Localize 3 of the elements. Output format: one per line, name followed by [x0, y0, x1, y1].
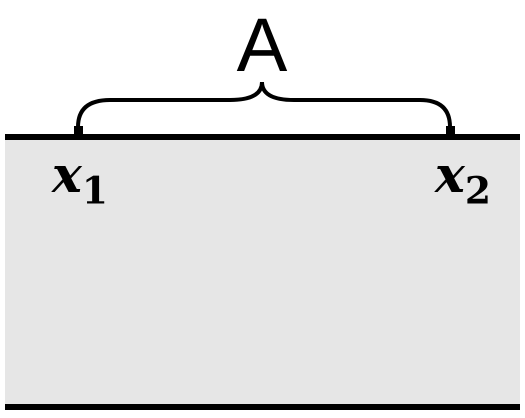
brace-label: A	[236, 8, 288, 84]
point-label: x$_{2}$	[435, 150, 491, 210]
point-label: x$_{1}$	[52, 150, 108, 210]
